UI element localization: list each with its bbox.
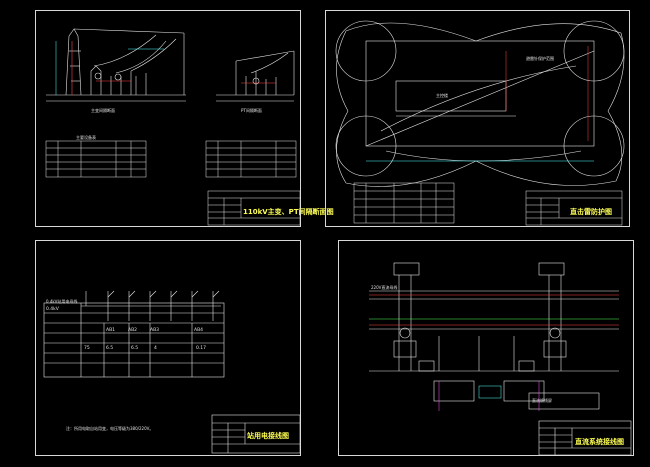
bus-label: 0.4kV站用电母线 <box>46 299 78 304</box>
svg-text:AB3: AB3 <box>150 327 159 333</box>
sheet4-drawing <box>369 262 632 456</box>
svg-text:6.5: 6.5 <box>106 345 113 351</box>
svg-text:AB4: AB4 <box>194 327 203 333</box>
right-view-label: PT间隔断面 <box>241 108 262 113</box>
svg-text:AB1: AB1 <box>106 327 115 333</box>
drawing-sheet-2: 避雷针保护范围 主控楼 直击雷防护图 <box>325 10 630 227</box>
svg-text:75: 75 <box>84 345 90 351</box>
left-view-label: 主变间隔断面 <box>91 108 115 113</box>
svg-text:AB2: AB2 <box>128 327 137 333</box>
sheet4-title: 直流系统接线图 <box>575 438 624 446</box>
building-label: 主控楼 <box>436 93 448 98</box>
sheet3-title: 站用电接线图 <box>247 432 289 440</box>
sheet3-drawing: 0.4kV AB1 AB2 AB3 AB4 75 6.5 6.5 4 0.17 <box>43 290 301 454</box>
svg-text:0.4kV: 0.4kV <box>46 306 60 312</box>
sheet1-title: 110kV主变、PT间隔断面图 <box>243 208 334 216</box>
sheet2-title: 直击雷防护图 <box>570 208 612 216</box>
sheet3-note: 注：所用电取自站用变，电压等级为380/220V。 <box>66 426 154 431</box>
cabinet-label: 直流馈线屏 <box>532 398 552 403</box>
drawing-sheet-4: 220V直流母线 直流馈线屏 直流系统接线图 <box>338 240 634 456</box>
svg-text:4: 4 <box>154 345 157 351</box>
equipment-table-title: 主要设备表 <box>76 135 96 140</box>
svg-text:6.5: 6.5 <box>131 345 138 351</box>
radius-label: 避雷针保护范围 <box>526 56 554 61</box>
dc-bus-label: 220V直流母线 <box>371 285 398 290</box>
svg-text:0.17: 0.17 <box>196 345 206 351</box>
drawing-sheet-1: 主变间隔断面 PT间隔断面 主要设备表 110kV主变、PT间隔断面图 <box>35 10 334 227</box>
drawing-sheet-3: 0.4kV AB1 AB2 AB3 AB4 75 6.5 6.5 4 0.17 0.4kV站用… <box>35 240 301 456</box>
sheet2-drawing <box>335 20 625 226</box>
sheet1-drawing <box>45 28 301 226</box>
